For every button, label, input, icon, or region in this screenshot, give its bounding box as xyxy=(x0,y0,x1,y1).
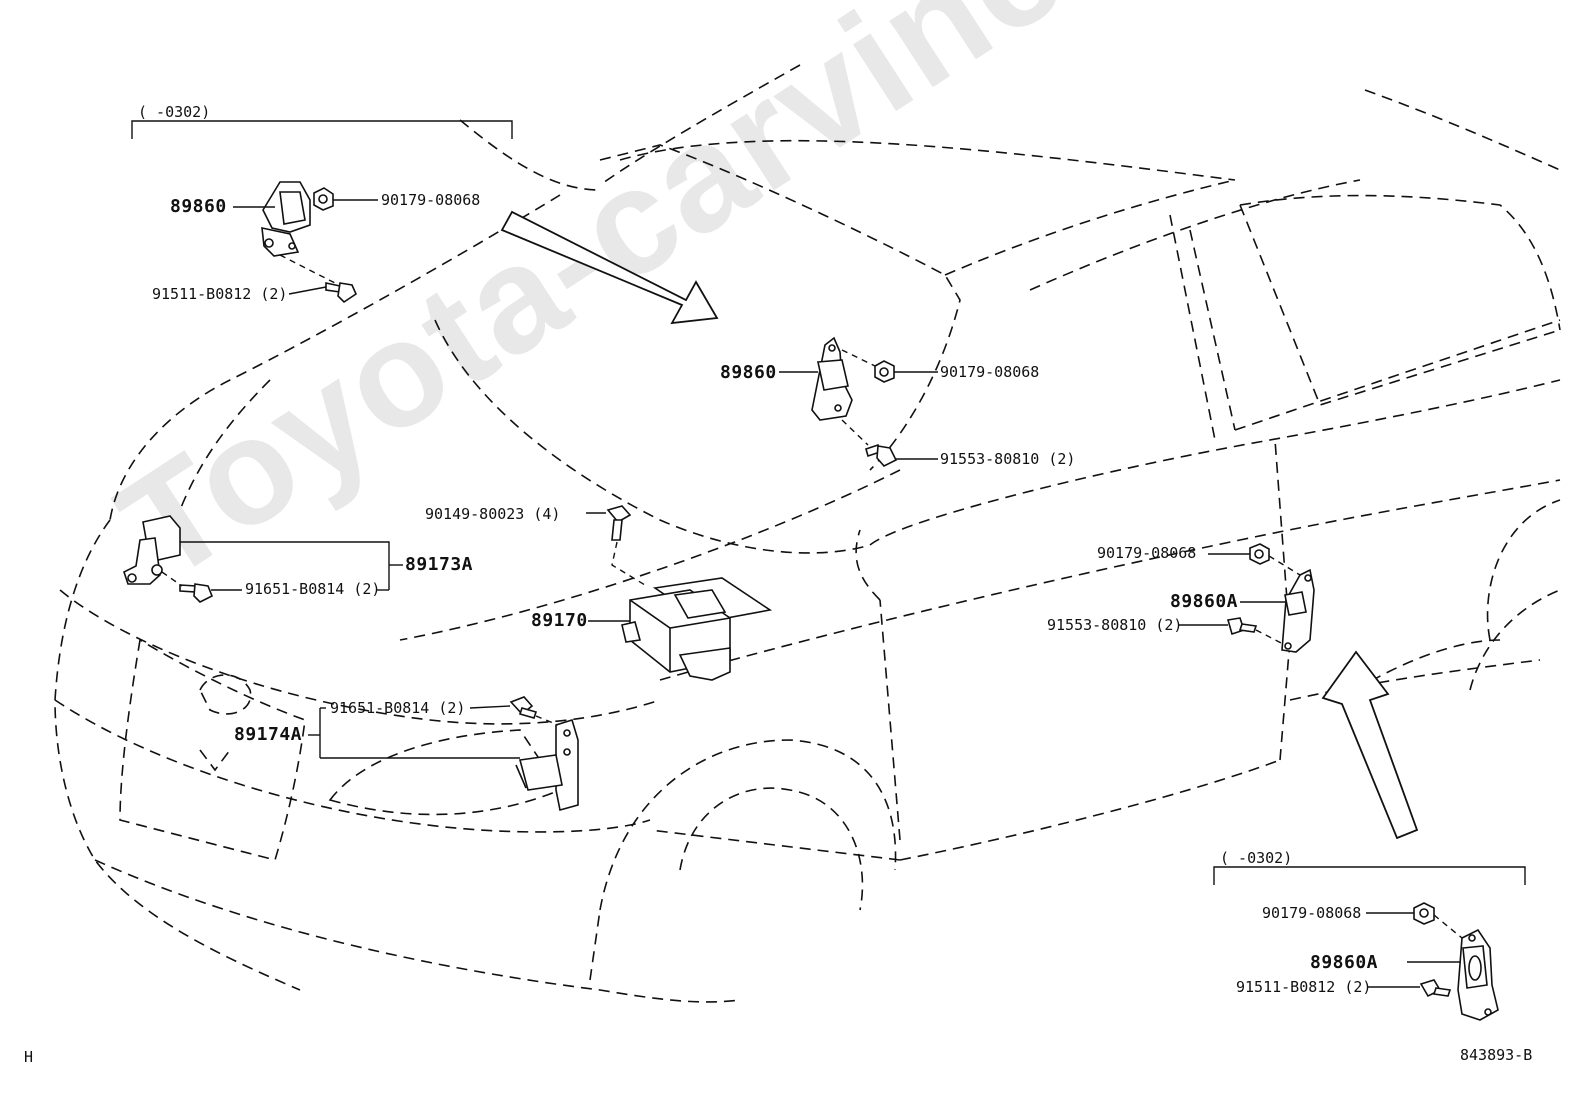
part-label-90179-center[interactable]: 90179-08068 xyxy=(940,363,1040,381)
part-label-89860a-bottom-right[interactable]: 89860A xyxy=(1310,952,1379,973)
part-label-89170[interactable]: 89170 xyxy=(531,610,588,631)
part-label-90179-right[interactable]: 90179-08068 xyxy=(1097,544,1197,562)
c-sensor-89860 xyxy=(811,336,853,421)
b-sensor-89174a xyxy=(515,718,579,812)
br-nut xyxy=(1413,902,1435,925)
date-range-bottom-right: ( -0302) xyxy=(1220,849,1293,867)
part-label-91651-bottom[interactable]: 91651-B0814 (2) xyxy=(330,699,466,717)
part-label-89173a[interactable]: 89173A xyxy=(405,554,474,575)
bracket-top-left xyxy=(131,120,513,139)
footer-code: H xyxy=(24,1048,34,1066)
b-bolt xyxy=(509,696,538,719)
part-label-91511-top-left[interactable]: 91511-B0812 (2) xyxy=(152,285,288,303)
part-label-90179-top-left[interactable]: 90179-08068 xyxy=(381,191,481,209)
r-sensor-89860a xyxy=(1281,568,1315,653)
l-bolt xyxy=(179,583,214,603)
direction-arrow-side xyxy=(1321,650,1419,840)
airbag-ecu-89170 xyxy=(621,577,773,681)
direction-arrow-windshield xyxy=(500,210,719,325)
part-label-89860-top-left[interactable]: 89860 xyxy=(170,196,227,217)
c-bolt xyxy=(865,443,898,467)
part-label-90149[interactable]: 90149-80023 (4) xyxy=(425,505,561,523)
part-label-91553-center[interactable]: 91553-80810 (2) xyxy=(940,450,1076,468)
tl-nut xyxy=(313,187,334,211)
part-label-89174a[interactable]: 89174A xyxy=(234,724,303,745)
r-nut xyxy=(1249,543,1270,565)
part-label-91553-right[interactable]: 91553-80810 (2) xyxy=(1047,616,1183,634)
tl-bolt xyxy=(325,282,358,304)
ecu-bolt xyxy=(606,505,632,541)
part-label-89860-center[interactable]: 89860 xyxy=(720,362,777,383)
r-bolt xyxy=(1226,617,1258,636)
bracket-bottom-right xyxy=(1213,866,1526,885)
part-label-91651-left[interactable]: 91651-B0814 (2) xyxy=(245,580,381,598)
part-label-89860a-right[interactable]: 89860A xyxy=(1170,591,1239,612)
l-sensor-89173a xyxy=(123,515,181,585)
part-label-91511-bottom-right[interactable]: 91511-B0812 (2) xyxy=(1236,978,1372,996)
tl-sensor-89860 xyxy=(261,181,311,257)
br-sensor-89860a xyxy=(1457,928,1499,1021)
part-label-90179-bottom-right[interactable]: 90179-08068 xyxy=(1262,904,1362,922)
car-outline xyxy=(54,64,1561,1003)
diagram-id: 843893-B xyxy=(1460,1046,1533,1064)
c-nut xyxy=(874,360,895,383)
date-range-top-left: ( -0302) xyxy=(138,103,211,121)
br-bolt xyxy=(1419,979,1452,998)
